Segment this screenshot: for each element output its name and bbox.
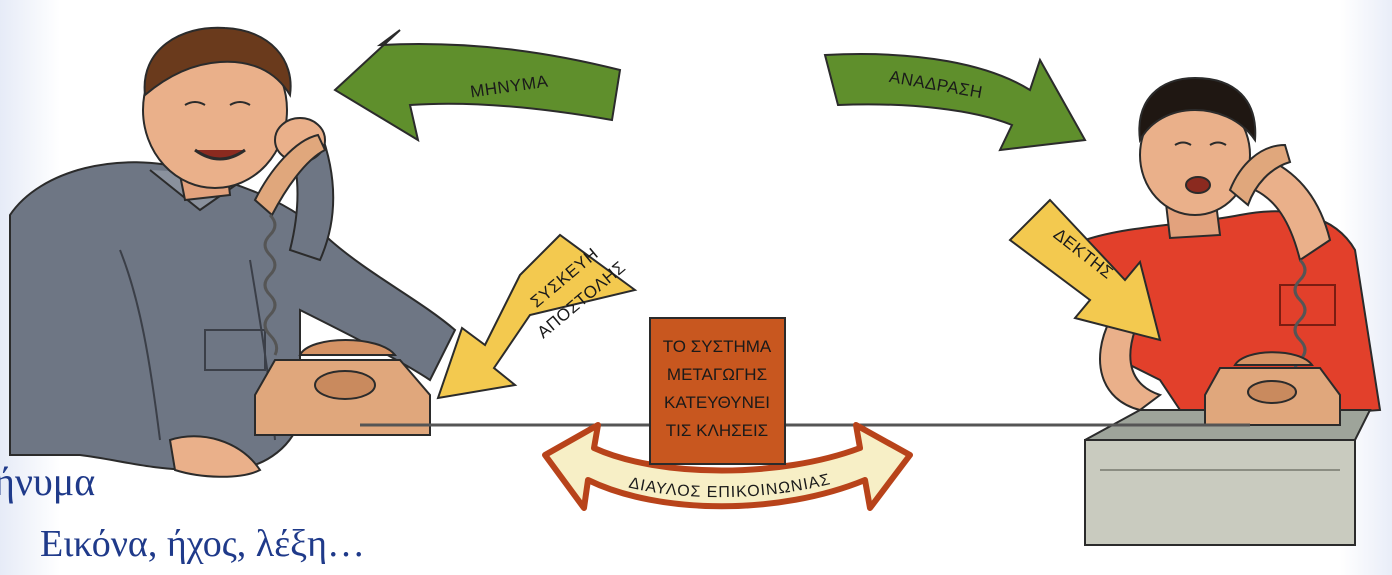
switching-box-line-4: ΤΙΣ ΚΛΗΣΕΙΣ — [666, 421, 768, 440]
sender-phone-illustration — [254, 339, 431, 436]
receiver-desk-illustration — [1084, 409, 1372, 546]
receiver-arrow: ΔΕΚΤΗΣ — [1008, 198, 1162, 342]
switching-system-box: ΤΟ ΣΥΣΤΗΜΑ ΜΕΤΑΓΩΓΗΣ ΚΑΤΕΥΘΥΝΕΙ ΤΙΣ ΚΛΗΣ… — [649, 317, 786, 465]
caption-line-2: Εικόνα, ήχος, λέξη… — [40, 523, 365, 565]
switching-box-line-1: ΤΟ ΣΥΣΤΗΜΑ — [663, 337, 772, 356]
feedback-arrow: ΑΝΑΔΡΑΣΗ — [823, 53, 1087, 152]
switching-box-line-2: ΜΕΤΑΓΩΓΗΣ — [667, 365, 767, 384]
sender-device-arrow: ΣΥΣΚΕΥΗ ΑΠΟΣΤΟΛΗΣ — [436, 233, 638, 400]
message-arrow: ΜΗΝΥΜΑ — [333, 29, 622, 143]
switching-box-line-3: ΚΑΤΕΥΘΥΝΕΙ — [664, 393, 770, 412]
receiver-phone-illustration — [1204, 351, 1341, 426]
sender-person-illustration — [9, 26, 457, 478]
caption-line-1: ήνυμα — [0, 459, 96, 504]
receiver-person-illustration — [1083, 76, 1382, 422]
communication-channel-arrow: ΔΙΑΥΛΟΣ ΕΠΙΚΟΙΝΩΝΙΑΣ — [542, 422, 913, 511]
